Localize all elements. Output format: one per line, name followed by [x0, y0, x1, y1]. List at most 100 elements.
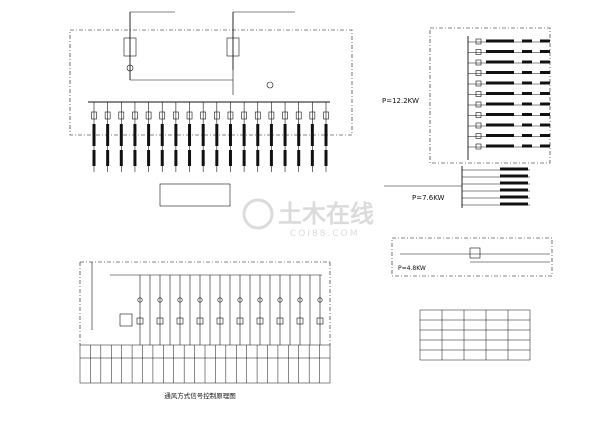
control-contact-icon: [217, 297, 223, 303]
feeder-breaker: [254, 111, 261, 120]
feeder-breaker: [200, 111, 206, 120]
control-contact-icon: [137, 297, 143, 303]
control-coil: [196, 317, 204, 325]
rp-top-row-breaker: [475, 49, 482, 55]
feeder-breaker: [309, 111, 316, 120]
right-panel-top-enclosure: [429, 27, 551, 164]
feeder-rating-block: [201, 150, 205, 166]
control-contact-icon: [277, 297, 283, 303]
rp-top-row-note: [540, 102, 550, 106]
feeder-breaker: [295, 111, 302, 120]
control-relay: [119, 313, 133, 327]
board-enclosure: [69, 29, 353, 136]
right-panel-top-rows: [468, 38, 550, 150]
rp-top-row-breaker: [475, 70, 482, 76]
rp-mid-row-label: [500, 167, 528, 171]
feeder-label-block: [147, 124, 151, 146]
rp-top-row-label: [486, 50, 514, 53]
breaker-right: [226, 37, 240, 57]
rp-top-row-breaker: [475, 101, 482, 108]
rp-top-row-value: [522, 102, 532, 106]
watermark-text: 土木在线: [278, 200, 374, 228]
rp-top-row-note: [540, 134, 550, 137]
rp-top-row-label: [486, 144, 514, 148]
feeder-label-block: [201, 124, 205, 146]
top-distribution-board: [69, 11, 353, 172]
feeder-breaker: [132, 111, 138, 120]
bottom-control-diagram: 通风方式信号控制原理图: [79, 261, 331, 400]
right-panel-small-breaker: [469, 247, 481, 259]
rp-top-row-note: [540, 39, 550, 43]
control-coil: [276, 317, 284, 325]
meter-left: [126, 64, 134, 72]
rp-top-row-value: [522, 60, 532, 64]
feeder-label-block: [215, 124, 219, 146]
right-panel-mid-rows: [462, 167, 530, 206]
breaker-left: [123, 37, 137, 57]
feeder-rating-block: [228, 150, 232, 166]
control-coil: [236, 317, 244, 325]
feeder-rating-block: [310, 150, 314, 166]
feeder-label-block: [269, 124, 273, 146]
rp-top-row-breaker: [475, 91, 482, 97]
control-coil: [176, 317, 184, 325]
rp-top-row-label: [486, 102, 514, 106]
board-label-block: [159, 183, 231, 207]
feeder-label-block: [133, 124, 137, 146]
rp-top-row-value: [522, 50, 532, 53]
feeder-breaker: [268, 111, 275, 120]
feeder-breaker: [282, 111, 288, 120]
rp-top-row-note: [540, 144, 550, 148]
feeder-label-block: [242, 124, 246, 146]
feeder-breaker: [159, 111, 166, 120]
watermark: 土木在线 COI88.COM: [242, 198, 374, 239]
rp-top-row-value: [522, 123, 532, 127]
feeder-label-block: [188, 124, 192, 146]
rp-top-row-value: [522, 81, 532, 85]
control-coil: [156, 317, 164, 325]
rp-mid-row-label: [500, 202, 528, 206]
feeder-rating-block: [174, 150, 178, 166]
rp-top-row-note: [540, 123, 550, 127]
feeder-rating-block: [188, 150, 192, 166]
feeder-label-block: [92, 124, 96, 146]
rp-top-row-breaker: [475, 80, 482, 87]
control-coil: [216, 317, 224, 325]
rp-mid-row-label: [500, 181, 528, 185]
feeder-label-block: [106, 124, 110, 146]
rp-top-row-breaker: [475, 59, 482, 66]
right-panel-mid: P=7.6KW: [384, 166, 530, 208]
feeder-breaker: [227, 111, 234, 120]
feeder-breaker: [91, 111, 97, 120]
feeder-label-block: [297, 124, 301, 146]
rp-top-row-breaker: [475, 112, 482, 118]
feeder-rating-block: [324, 150, 328, 166]
feeder-label-block: [174, 124, 178, 146]
feeder-breaker: [173, 111, 179, 120]
rp-top-row-label: [486, 92, 514, 95]
control-coil: [256, 317, 264, 325]
control-coil: [296, 317, 304, 325]
control-coil: [136, 317, 144, 325]
terminal-grid-lines: [80, 345, 330, 383]
control-contact-icon: [177, 297, 183, 303]
table-block: [419, 309, 531, 361]
feeder-rating-block: [133, 150, 137, 166]
rp-top-row-label: [486, 134, 514, 137]
feeder-rating-block: [106, 150, 110, 166]
feeder-rating-block: [297, 150, 301, 166]
right-panel-mid-power: P=7.6KW: [412, 194, 445, 202]
rp-top-row-label: [486, 71, 514, 74]
rp-top-row-label: [486, 81, 514, 85]
rp-top-row-note: [540, 60, 550, 64]
table-frame: [419, 309, 531, 361]
feeder-rating-block: [160, 150, 164, 166]
right-panel-top: P=12.2KW: [382, 27, 551, 164]
rp-top-row-label: [486, 39, 514, 43]
feeder-breaker: [104, 111, 111, 120]
feeder-breaker: [214, 111, 220, 120]
rp-top-row-value: [522, 39, 532, 43]
rp-top-row-value: [522, 71, 532, 74]
control-title: 通风方式信号控制原理图: [164, 391, 236, 400]
